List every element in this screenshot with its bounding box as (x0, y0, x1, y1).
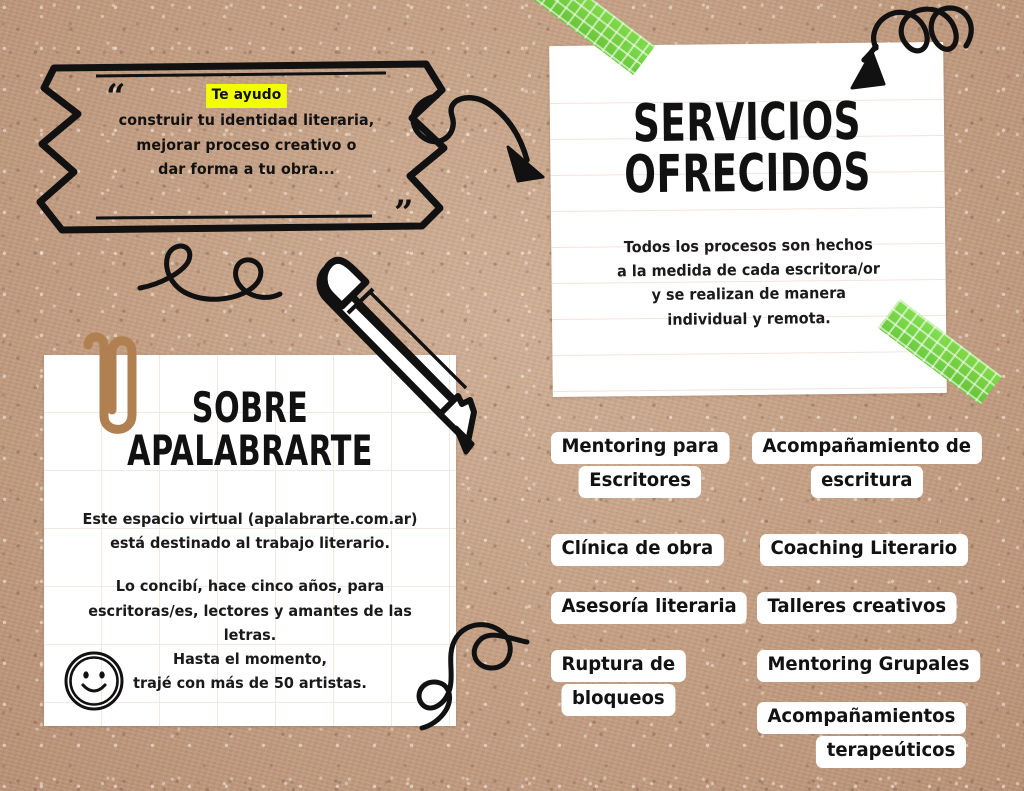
banner-line-2: mejorar proceso creativo o (136, 135, 357, 154)
service-label-line: Talleres creativos (757, 592, 957, 624)
sobre-p2-line-3: letras. (223, 625, 277, 644)
smiley-face-icon (64, 651, 124, 711)
service-label-line: terapeúticos (816, 735, 966, 768)
sobre-p2-line-2: escritoras/es, lectores y amantes de las (88, 601, 412, 620)
service-label-line: Mentoring Grupales (757, 650, 980, 682)
pencil-illustration (316, 256, 477, 455)
close-quote-mark: ” (394, 193, 414, 233)
sobre-title: SOBRE APALABRARTE (85, 383, 415, 475)
sobre-p1-line-1: Este espacio virtual (apalabrarte.com.ar… (82, 510, 418, 528)
sobre-p2-line-5: trajé con más de 50 artistas. (133, 674, 367, 693)
banner-highlight-text: Te ayudo (205, 84, 288, 109)
paperclip-icon (83, 332, 137, 434)
service-asesoria-literaria[interactable]: Asesoría literaria (551, 592, 748, 626)
open-quote-mark: “ (106, 77, 126, 117)
service-label-line: Mentoring para (551, 432, 730, 464)
service-label-line: Asesoría literaria (551, 592, 748, 624)
banner-line-3: dar forma a tu obra... (158, 160, 335, 179)
service-mentoring-grupales[interactable]: Mentoring Grupales (757, 650, 980, 684)
banner-text: Te ayudo construir tu identidad literari… (102, 82, 392, 181)
service-acompanamiento-de-escritura[interactable]: Acompañamiento de escritura (752, 432, 982, 500)
sobre-title-line-1: SOBRE (191, 383, 309, 432)
service-talleres-creativos[interactable]: Talleres creativos (757, 592, 957, 626)
service-mentoring-para-escritores[interactable]: Mentoring para Escritores (551, 432, 730, 500)
sobre-p2-line-4: Hasta el momento, (172, 649, 328, 668)
curly-arrow-center (410, 93, 545, 183)
service-ruptura-de-bloqueos[interactable]: Ruptura de bloqueos (551, 650, 686, 718)
sobre-p1-line-2: está destinado al trabajo literario. (110, 534, 390, 553)
sobre-apalabrarte-card: SOBRE APALABRARTE Este espacio virtual (… (44, 355, 456, 726)
service-label-line: Clínica de obra (551, 534, 724, 566)
service-label-line: Acompañamientos (757, 702, 966, 734)
sobre-title-line-2: APALABRARTE (127, 425, 373, 475)
loop-arrow-top-right (850, 5, 974, 90)
banner-line-1: construir tu identidad literaria, (118, 111, 375, 130)
service-label-line: Coaching Literario (760, 534, 968, 566)
sobre-body-text: Este espacio virtual (apalabrarte.com.ar… (79, 507, 421, 695)
service-label-line: Acompañamiento de (752, 432, 982, 464)
service-coaching-literario[interactable]: Coaching Literario (760, 534, 968, 568)
service-clinica-de-obra[interactable]: Clínica de obra (551, 534, 724, 568)
sobre-p2-line-1: Lo concibí, hace cinco años, para (115, 577, 385, 596)
service-label-line: Ruptura de (551, 650, 686, 682)
loop-squiggle-left (137, 243, 283, 302)
service-label-line: Escritores (578, 465, 702, 498)
service-label-line: bloqueos (561, 683, 676, 716)
loop-squiggle-bottom (416, 622, 530, 731)
service-label-line: escritura (810, 465, 923, 498)
service-acompanamientos-terapeuticos[interactable]: Acompañamientos terapeúticos (757, 702, 966, 770)
